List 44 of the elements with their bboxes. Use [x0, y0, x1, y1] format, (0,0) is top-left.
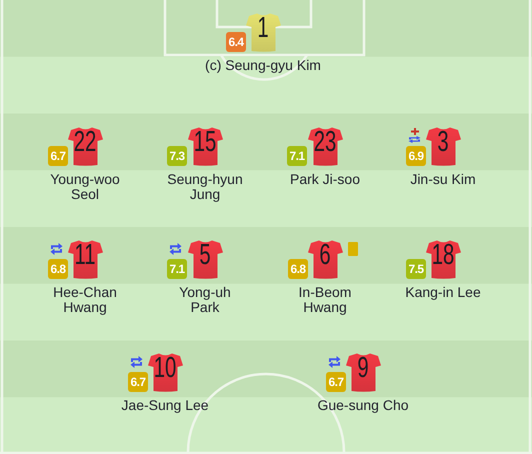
jersey — [246, 13, 280, 52]
jersey-number: 10 — [154, 354, 176, 383]
player-name: Kang-in Lee — [404, 285, 482, 300]
jersey — [188, 127, 222, 166]
jersey-number: 11 — [74, 241, 96, 270]
player-name: Jae-Sung Lee — [120, 398, 210, 413]
player-name: Hee-Chan Hwang — [52, 285, 118, 315]
rating-badge: 6.8 — [48, 259, 68, 279]
jersey — [148, 353, 182, 392]
rating-badge: 7.3 — [167, 146, 187, 166]
player-name: (c) Seung-gyu Kim — [204, 58, 322, 73]
rating-badge: 7.1 — [287, 146, 307, 166]
rating-badge: 6.7 — [48, 146, 68, 166]
player-name: Yong-uh Park — [178, 285, 232, 315]
jersey — [68, 127, 102, 166]
jersey-number: 18 — [432, 241, 454, 270]
jersey — [426, 240, 460, 279]
player-name: Park Ji-soo — [288, 172, 362, 187]
jersey — [346, 353, 380, 392]
rating-badge: 7.5 — [406, 259, 426, 279]
rating-badge: 6.7 — [326, 372, 346, 392]
jersey-number: 22 — [74, 128, 96, 157]
rating-badge: 6.9 — [406, 146, 426, 166]
jersey — [426, 127, 460, 166]
jersey-number: 15 — [194, 128, 216, 157]
rating-badge: 6.7 — [128, 372, 148, 392]
player-name: Jin-su Kim — [409, 172, 477, 187]
jersey — [188, 240, 222, 279]
rating-badge: 6.8 — [288, 259, 308, 279]
jersey — [68, 240, 102, 279]
rating-badge: 6.4 — [226, 32, 246, 52]
rating-badge: 7.1 — [167, 259, 187, 279]
jersey-number: 1 — [257, 14, 269, 43]
jersey-number: 3 — [437, 128, 449, 157]
jersey — [308, 127, 342, 166]
player-name: Young-woo Seol — [49, 172, 121, 202]
jersey-number: 9 — [357, 354, 369, 383]
jersey-number: 5 — [199, 241, 211, 270]
player-name: In-Beom Hwang — [298, 285, 352, 315]
jersey-number: 23 — [314, 128, 336, 157]
player-name: Seung-hyun Jung — [166, 172, 244, 202]
player-name: Gue-sung Cho — [316, 398, 410, 413]
jersey — [308, 240, 342, 279]
jersey-number: 6 — [319, 241, 331, 270]
